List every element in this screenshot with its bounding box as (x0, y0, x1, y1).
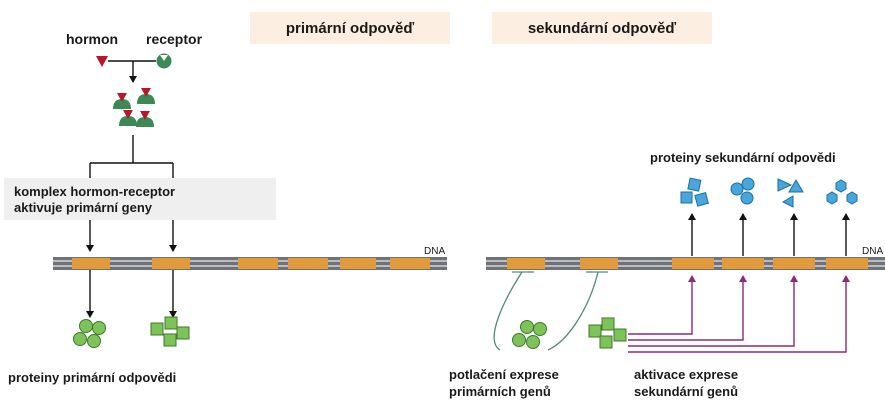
complex-line-2: aktivuje primární geny (14, 200, 152, 215)
dna-label-left: DNA (424, 246, 446, 257)
repressed-gene-1 (507, 258, 545, 269)
primary-gene-2 (152, 258, 190, 269)
secondary-gene-4 (826, 258, 868, 269)
hormone-icon (96, 56, 108, 67)
secondary-protein-circles (730, 177, 755, 205)
activation-lines (628, 275, 850, 353)
gene-6 (390, 258, 430, 269)
complex-icon-cluster (113, 88, 155, 127)
primary-protein-squares-right (588, 317, 627, 349)
primary-proteins-label: proteiny primární odpovědi (8, 370, 177, 385)
receptor-label: receptor (146, 31, 203, 47)
secondary-gene-2 (722, 258, 764, 269)
repression-line-1: potlačení exprese (449, 367, 559, 382)
branch-lines (89, 135, 174, 178)
complex-line-1: komplex hormon-receptor (14, 184, 176, 199)
primary-protein-balls-right (512, 320, 547, 349)
secondary-response-title: sekundární odpověď (492, 12, 712, 44)
repressed-gene-2 (580, 258, 618, 269)
secondary-proteins-label: proteiny sekundární odpovědi (650, 150, 836, 165)
hormone-label: hormon (66, 31, 119, 47)
repression-label: potlačení exprese primárních genů (449, 366, 559, 400)
repression-lines (493, 271, 608, 351)
primary-response-title: primární odpověď (250, 12, 450, 44)
primary-protein-squares-left (150, 316, 190, 347)
gene-4 (288, 258, 328, 269)
repression-line-2: primárních genů (449, 384, 551, 399)
receptor-icon (156, 53, 172, 69)
secondary-protein-hexagons (826, 179, 858, 205)
dna-strand-right (486, 257, 885, 270)
primary-gene-1 (72, 258, 110, 269)
secondary-protein-triangles (777, 178, 804, 208)
secondary-protein-squares (680, 177, 709, 207)
complex-description-box: komplex hormon-receptor aktivuje primárn… (4, 178, 276, 220)
gene-3 (238, 258, 278, 269)
dna-strand-left (53, 257, 447, 270)
gene-5 (340, 258, 376, 269)
activation-line-2: sekundární genů (634, 384, 739, 399)
dna-label-right: DNA (862, 246, 884, 257)
activation-label: aktivace exprese sekundární genů (634, 366, 738, 400)
activation-line-1: aktivace exprese (634, 367, 739, 382)
secondary-gene-1 (672, 258, 714, 269)
primary-protein-balls-left (73, 319, 106, 348)
secondary-gene-3 (773, 258, 815, 269)
